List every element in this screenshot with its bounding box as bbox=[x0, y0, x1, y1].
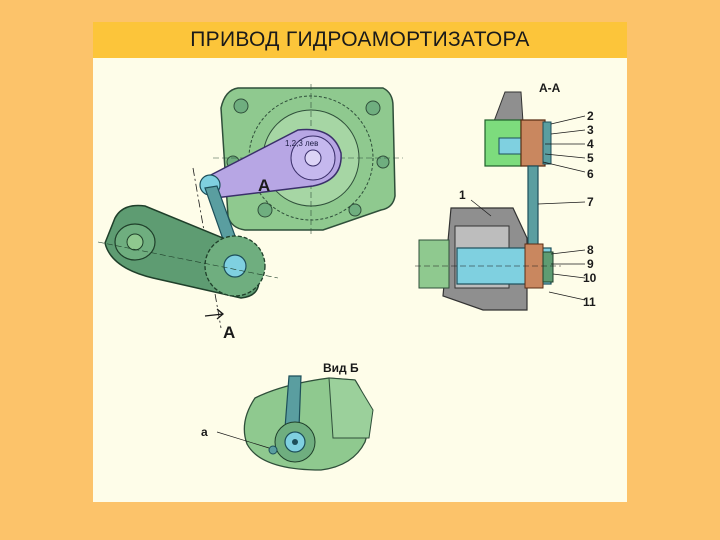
callout-5: 5 bbox=[587, 151, 594, 165]
upper-bracket bbox=[492, 91, 524, 125]
upper-seal bbox=[542, 121, 552, 165]
callout-leaders bbox=[470, 115, 586, 301]
section-lower-joint bbox=[415, 207, 561, 311]
lower-axis bbox=[97, 241, 279, 279]
view-b-lock bbox=[268, 445, 278, 455]
callout-4: 4 bbox=[587, 137, 594, 151]
view-b-assembly: а bbox=[201, 375, 374, 471]
section-title: А-А bbox=[539, 81, 561, 95]
bolt-hole-1 bbox=[233, 98, 249, 114]
bolt-hole-5 bbox=[348, 203, 362, 217]
callout-2: 2 bbox=[587, 109, 594, 123]
view-b-rod bbox=[284, 375, 302, 429]
damper-rod bbox=[527, 165, 539, 251]
lower-hub-shaft bbox=[223, 254, 247, 278]
bolt-hole-3 bbox=[376, 155, 390, 169]
section-rod bbox=[527, 165, 539, 251]
lever-label: 1,2,3 лев bbox=[285, 139, 318, 148]
callout-3: 3 bbox=[587, 123, 594, 137]
section-mark-a-top: А bbox=[258, 176, 270, 195]
callout-9: 9 bbox=[587, 257, 594, 271]
bolt-hole-4 bbox=[257, 202, 273, 218]
upper-ball-joint bbox=[520, 119, 546, 167]
callout-1: 1 bbox=[459, 188, 466, 202]
callout-8: 8 bbox=[587, 243, 594, 257]
lever-shaft-end bbox=[304, 149, 322, 167]
lower-nut bbox=[542, 251, 554, 283]
lower-lever bbox=[97, 204, 279, 299]
detail-a-leader bbox=[216, 431, 270, 449]
view-b-title: Вид Б bbox=[323, 361, 359, 375]
lower-lever-eye-bore bbox=[126, 233, 144, 251]
arrow-a-bottom bbox=[204, 308, 225, 320]
diagram-canvas: 1,2,3 лев А А А-А bbox=[97, 81, 597, 471]
callout-numbers: 2 3 4 5 6 1 7 8 9 10 11 bbox=[459, 109, 597, 309]
slide-title: ПРИВОД ГИДРОАМОРТИЗАТОРА bbox=[93, 22, 627, 58]
bolt-hole-2 bbox=[365, 100, 381, 116]
callout-10: 10 bbox=[583, 271, 597, 285]
mounting-base bbox=[418, 239, 450, 289]
callout-7: 7 bbox=[587, 195, 594, 209]
view-b-flange bbox=[328, 377, 374, 439]
callout-11: 11 bbox=[583, 295, 596, 309]
section-mark-a-bottom: А bbox=[223, 323, 235, 342]
view-b-pin-center bbox=[292, 439, 298, 445]
section-upper-joint bbox=[484, 91, 552, 167]
detail-a-label: а bbox=[201, 425, 208, 439]
callout-6: 6 bbox=[587, 167, 594, 181]
